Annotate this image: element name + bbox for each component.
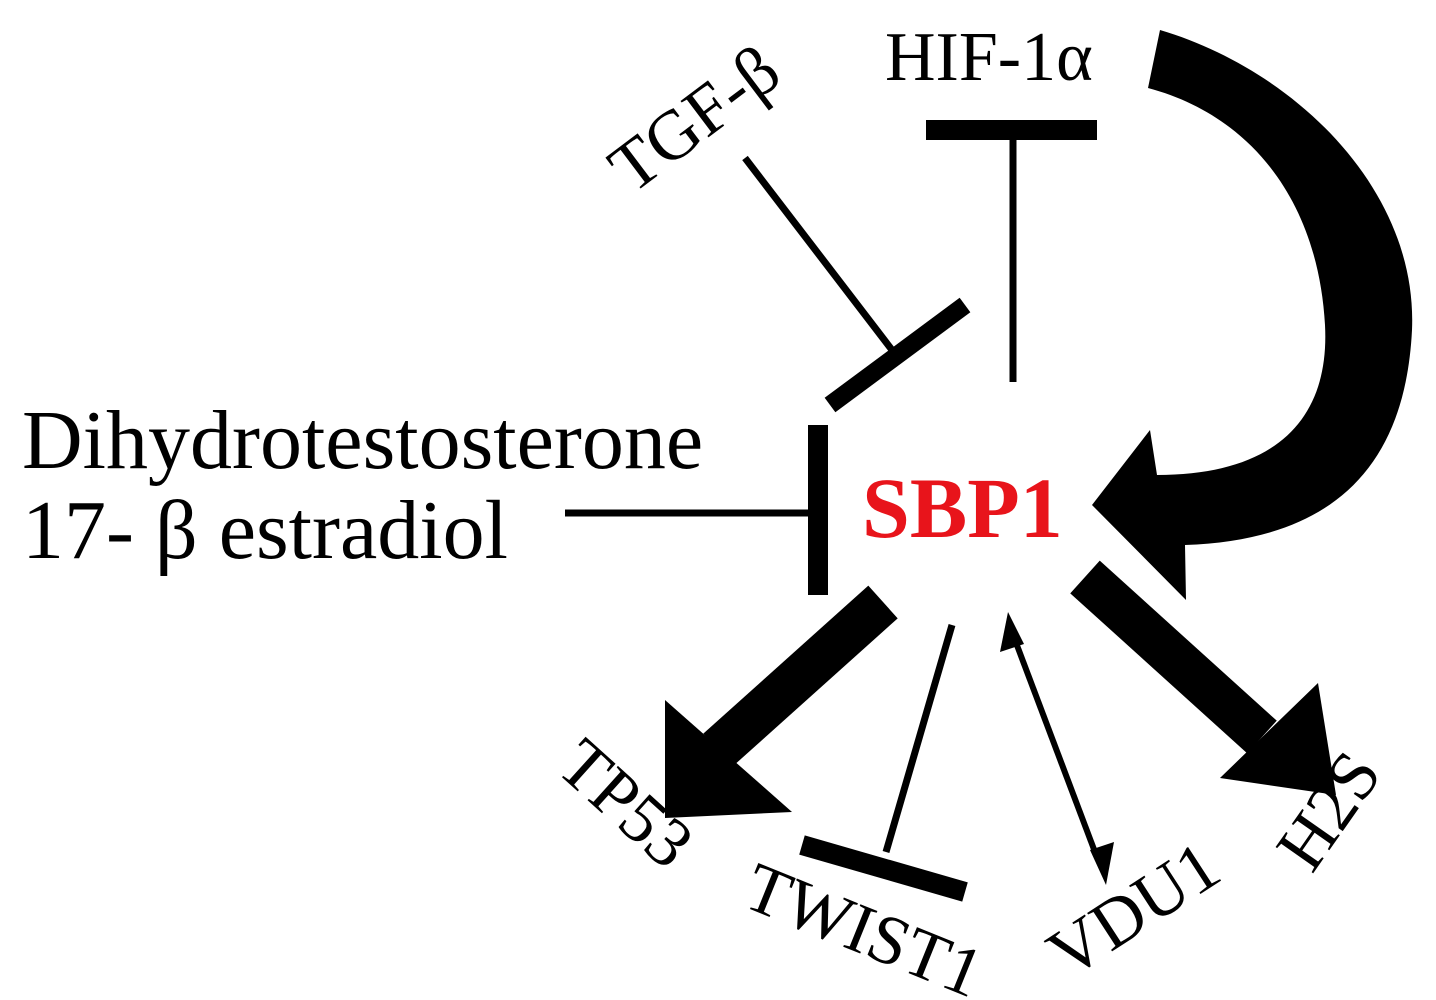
twist1-inhibition-bar <box>799 835 968 902</box>
hif1a-label: HIF-1α <box>885 19 1093 96</box>
vdu1-arrowhead-down <box>1090 842 1114 885</box>
h2s-activation-shaft <box>1070 560 1277 754</box>
tp53-arrowhead <box>665 700 792 818</box>
tgf-beta-inhibition-bar <box>824 297 971 413</box>
tp53-activation-shaft <box>703 585 898 767</box>
hormones-label-line2: 17- β estradiol <box>22 484 508 577</box>
twist1-inhibition-line <box>882 624 956 853</box>
vdu1-arrowhead-up <box>1000 612 1024 652</box>
hormones-label-line1: Dihydrotestosterone <box>22 394 703 487</box>
vdu1-label: VDU1 <box>1035 827 1233 993</box>
h2s-arrowhead <box>1220 683 1336 795</box>
center-node-label: SBP1 <box>862 460 1063 556</box>
vdu1-bidirectional-line <box>1012 638 1101 862</box>
tgf-beta-inhibition-line <box>742 155 895 353</box>
hif1a-activation-arrow <box>1092 30 1413 600</box>
